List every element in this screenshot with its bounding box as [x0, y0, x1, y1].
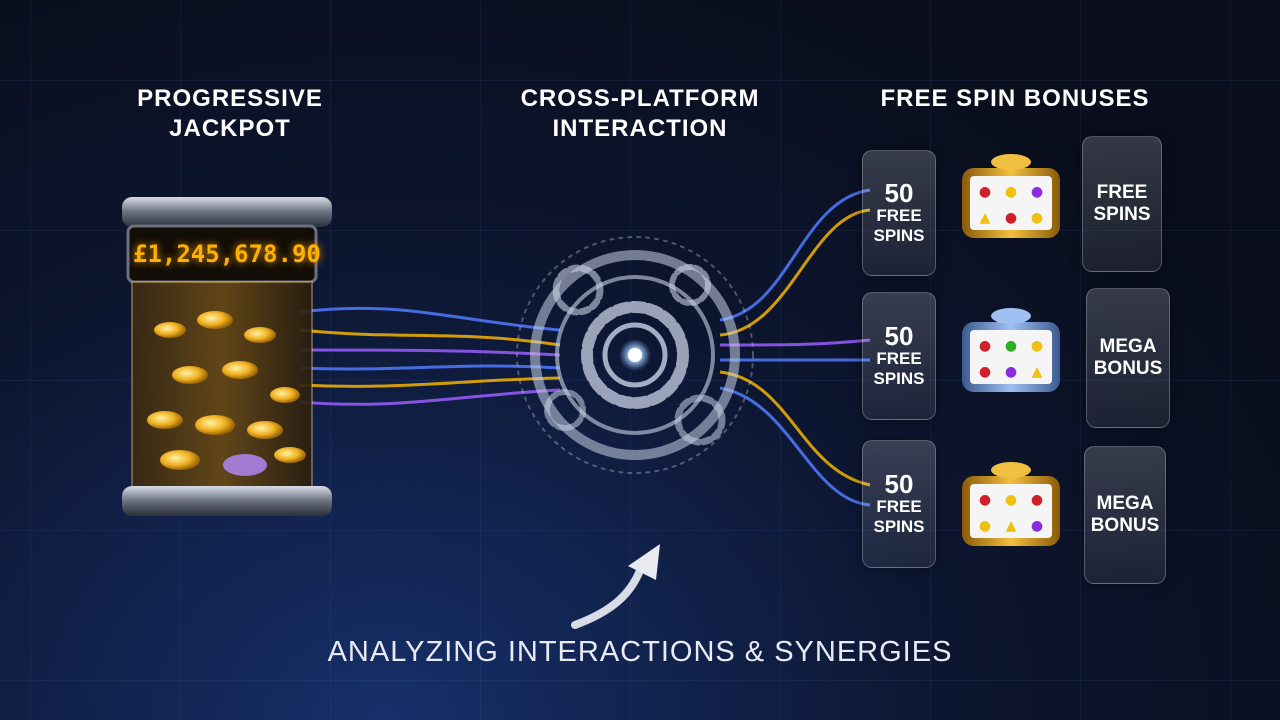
caption: ANALYZING INTERACTIONS & SYNERGIES	[327, 636, 953, 668]
card-number: 50	[884, 321, 914, 351]
slot-machine-icon	[962, 308, 1060, 392]
svg-text:●: ●	[1005, 492, 1017, 508]
heading-progressive-jackpot: PROGRESSIVE JACKPOT	[137, 85, 323, 142]
svg-text:●: ●	[979, 338, 991, 354]
slot-symbols: ● ● ● ▲ ● ● ● ● ● ● ● ▲ ● ● ● ● ▲ ●	[979, 184, 1043, 534]
svg-text:▲: ▲	[1032, 364, 1043, 380]
arrow-icon	[571, 544, 660, 629]
energy-streams-right	[719, 188, 871, 507]
svg-text:●: ●	[1031, 210, 1043, 226]
svg-text:▲: ▲	[1006, 518, 1017, 534]
free-spins-card: 50 FREE SPINS	[862, 440, 936, 568]
card-text: FREE SPINS	[873, 349, 925, 388]
svg-text:●: ●	[979, 364, 991, 380]
svg-text:●: ●	[1005, 364, 1017, 380]
card-text: FREE SPINS	[1093, 182, 1151, 225]
card-text: FREE SPINS	[873, 206, 925, 245]
svg-text:●: ●	[1005, 184, 1017, 200]
slot-machine-icon	[962, 154, 1060, 238]
energy-streams-left	[299, 306, 561, 406]
heading-cross-platform: CROSS-PLATFORM INTERACTION	[520, 85, 760, 142]
free-spins-card: 50 FREE SPINS	[862, 292, 936, 420]
gear-hub-icon	[516, 236, 754, 474]
card-text: MEGA BONUS	[1093, 336, 1163, 379]
svg-text:●: ●	[1031, 338, 1043, 354]
slot-machine-icon	[962, 462, 1060, 546]
jackpot-amount: £1,245,678.90	[133, 240, 321, 268]
card-number: 50	[884, 469, 914, 499]
heading-free-spin-bonuses: FREE SPIN BONUSES	[880, 85, 1150, 112]
bonus-card: FREE SPINS	[1082, 136, 1162, 272]
svg-text:●: ●	[1031, 184, 1043, 200]
svg-text:●: ●	[1005, 210, 1017, 226]
svg-text:●: ●	[1031, 492, 1043, 508]
jackpot-jar-icon	[122, 197, 332, 516]
svg-text:▲: ▲	[980, 210, 991, 226]
svg-text:●: ●	[1031, 518, 1043, 534]
bonus-card: MEGA BONUS	[1086, 288, 1170, 428]
card-text: MEGA BONUS	[1090, 493, 1160, 536]
svg-text:●: ●	[979, 492, 991, 508]
card-number: 50	[884, 178, 914, 208]
card-text: FREE SPINS	[873, 497, 925, 536]
bonus-card: MEGA BONUS	[1084, 446, 1166, 584]
svg-text:●: ●	[1005, 338, 1017, 354]
svg-text:●: ●	[979, 518, 991, 534]
svg-text:●: ●	[979, 184, 991, 200]
free-spins-card: 50 FREE SPINS	[862, 150, 936, 276]
